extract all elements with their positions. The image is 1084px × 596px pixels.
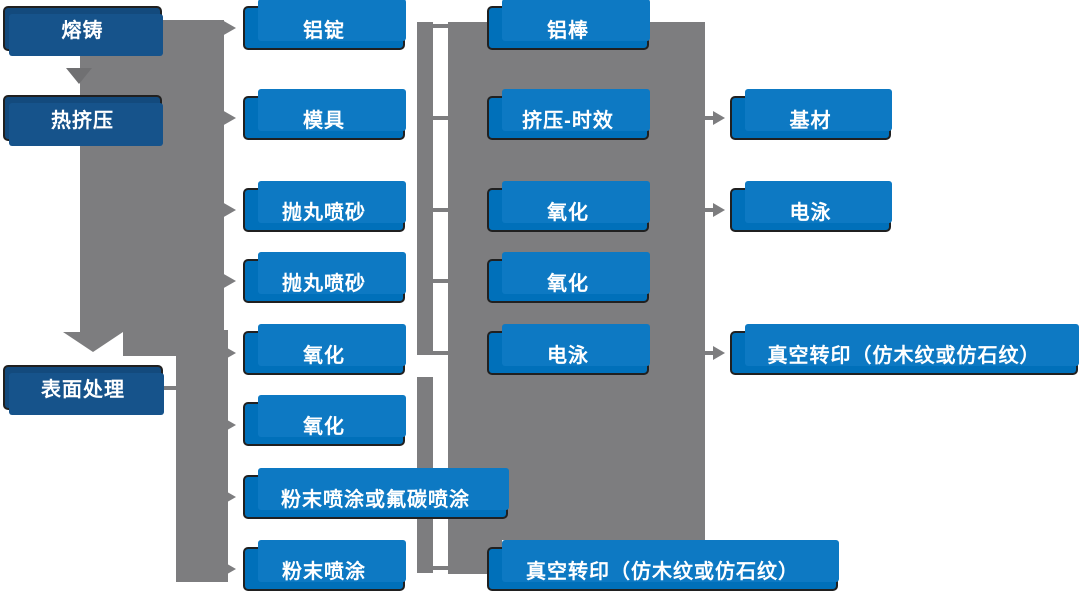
node-label: 基材 xyxy=(789,109,832,132)
node-extrusion-aging: 挤压-时效 xyxy=(487,89,650,140)
node-label: 模具 xyxy=(303,109,345,132)
node-vacuum-transfer-right: 真空转印（仿木纹或仿石纹） xyxy=(730,324,1079,375)
arrowhead-to-shot-blasting-2-icon xyxy=(222,273,236,289)
arrowhead-to-vacuum-transfer-icon xyxy=(713,346,725,360)
arrowhead-to-powder-or-fluorocarbon-icon xyxy=(222,489,236,505)
node-base-material: 基材 xyxy=(730,89,892,140)
node-label: 氧化 xyxy=(547,272,589,295)
stub-surface-treatment xyxy=(163,386,178,390)
node-label: 电泳 xyxy=(789,201,832,224)
node-label: 氧化 xyxy=(547,201,589,224)
stub-to-vacuum-transfer xyxy=(705,351,714,355)
node-oxidation-3: 氧化 xyxy=(487,181,650,232)
arrowhead-to-mold-icon xyxy=(222,110,236,126)
node-oxidation-1: 氧化 xyxy=(243,324,406,375)
arrowhead-to-electrophoresis-icon xyxy=(713,203,725,217)
node-label: 氧化 xyxy=(303,415,345,438)
node-electrophoresis-2: 电泳 xyxy=(730,181,892,232)
stub-to-base-material xyxy=(705,116,714,120)
connector-band-surface-treatment xyxy=(176,332,228,582)
node-shot-blasting-2: 抛丸喷砂 xyxy=(243,252,406,303)
node-mold: 模具 xyxy=(243,89,406,140)
arrowhead-to-powder-coating-icon xyxy=(222,561,236,577)
node-surface-treatment: 表面处理 xyxy=(3,365,164,415)
tick-row4 xyxy=(432,279,449,283)
node-label: 熔铸 xyxy=(61,20,104,42)
tick-row5 xyxy=(432,351,449,355)
arrowhead-down-to-surface-treatment-icon xyxy=(63,332,123,352)
node-powder-or-fluorocarbon: 粉末喷涂或氟碳喷涂 xyxy=(243,468,509,519)
node-label: 抛丸喷砂 xyxy=(282,201,366,224)
node-label: 真空转印（仿木纹或仿石纹） xyxy=(767,344,1041,367)
node-powder-coating: 粉末喷涂 xyxy=(243,540,406,591)
arrowhead-to-oxidation-2-icon xyxy=(222,417,236,433)
node-label: 真空转印（仿木纹或仿石纹） xyxy=(526,560,799,583)
node-aluminum-rod: 铝棒 xyxy=(487,0,650,50)
node-label: 粉末喷涂 xyxy=(282,560,366,583)
node-vacuum-transfer-bottom: 真空转印（仿木纹或仿石纹） xyxy=(487,540,839,591)
node-label: 热挤压 xyxy=(51,109,114,132)
arrowhead-down-to-hot-extrusion-icon xyxy=(66,68,92,84)
connector-band-stage1 xyxy=(80,20,224,332)
node-label: 抛丸喷砂 xyxy=(282,272,366,295)
tick-row3 xyxy=(432,208,449,212)
arrowhead-to-oxidation-1-icon xyxy=(222,345,236,361)
node-electrophoresis-1: 电泳 xyxy=(487,324,650,375)
stub-to-electrophoresis xyxy=(705,208,714,212)
node-label: 电泳 xyxy=(547,344,589,367)
node-aluminum-ingot: 铝锭 xyxy=(243,0,406,50)
arrowhead-to-base-material-icon xyxy=(713,111,725,125)
node-label: 粉末喷涂或氟碳喷涂 xyxy=(281,488,470,511)
node-label: 铝棒 xyxy=(547,19,589,42)
node-label: 挤压-时效 xyxy=(522,109,614,132)
tick-row2 xyxy=(432,116,449,120)
node-label: 表面处理 xyxy=(41,379,125,401)
node-oxidation-4: 氧化 xyxy=(487,252,650,303)
arrowhead-to-shot-blasting-1-icon xyxy=(222,202,236,218)
node-shot-blasting-1: 抛丸喷砂 xyxy=(243,181,406,232)
node-oxidation-2: 氧化 xyxy=(243,395,406,446)
node-label: 氧化 xyxy=(303,344,345,367)
node-melting-casting: 熔铸 xyxy=(3,6,163,56)
connector-bar-upper xyxy=(417,22,433,355)
node-hot-extrusion: 热挤压 xyxy=(3,95,163,146)
tick-row1 xyxy=(432,24,449,28)
tick-row8 xyxy=(432,566,449,570)
arrowhead-to-aluminum-ingot-icon xyxy=(222,20,236,36)
node-label: 铝锭 xyxy=(303,19,345,42)
